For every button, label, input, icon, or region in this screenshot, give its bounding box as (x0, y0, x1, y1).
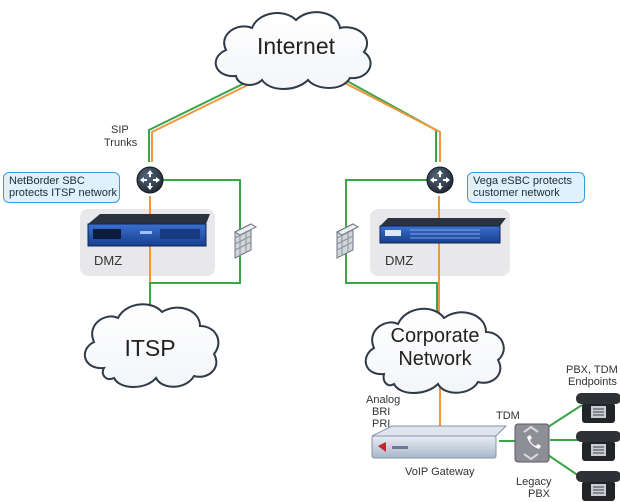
pbx-endpoints-label-line2: Endpoints (568, 376, 617, 388)
corporate-network-label-line1: Corporate (390, 325, 480, 347)
link-right-firewall (345, 179, 438, 318)
firewall-left-icon (233, 223, 258, 259)
netborder-callout-line2: protects ITSP network (9, 187, 118, 199)
itsp-label: ITSP (124, 335, 176, 361)
voip-gateway-label: VoIP Gateway (405, 466, 475, 478)
netborder-sbc-callout: NetBorder SBC protects ITSP network (3, 172, 120, 203)
link-tdm-phone1 (547, 404, 583, 428)
legacy-pbx-label-line2: PBX (528, 488, 551, 500)
internet-cloud (214, 11, 372, 90)
link-left-firewall (149, 179, 241, 312)
corporate-network-label-line2: Network (398, 348, 472, 370)
firewall-right-icon (335, 223, 360, 259)
pri-label: PRI (372, 418, 391, 430)
itsp-cloud (83, 303, 220, 388)
tdm-label: TDM (496, 410, 520, 422)
vega-esbc-device (379, 218, 506, 244)
voip-gateway-device (371, 425, 508, 459)
internet-label: Internet (257, 33, 335, 59)
vega-callout-line1: Vega eSBC protects (473, 175, 573, 187)
phone-1-icon (576, 393, 620, 423)
netborder-callout-line1: NetBorder SBC (9, 175, 85, 187)
dmz-left-label: DMZ (94, 253, 123, 268)
vega-esbc-callout: Vega eSBC protects customer network (467, 172, 585, 203)
link-internet-right (334, 75, 441, 162)
link-internet-left (148, 75, 263, 162)
sip-trunks-label-line1: SIP (111, 124, 129, 136)
router-left-icon (136, 166, 164, 194)
netborder-sbc-device (87, 214, 210, 247)
corporate-network-cloud (364, 307, 505, 394)
link-tdm-phone3 (547, 454, 583, 479)
vega-callout-line2: customer network (473, 187, 560, 199)
phone-3-icon (576, 471, 620, 501)
tdm-switch-icon (514, 423, 550, 463)
router-right-icon (426, 166, 454, 194)
pbx-endpoints-label-line1: PBX, TDM (566, 364, 618, 376)
dmz-right-label: DMZ (385, 253, 414, 268)
bri-label: BRI (372, 406, 391, 418)
phone-2-icon (576, 431, 620, 461)
sip-trunks-label-line2: Trunks (104, 137, 138, 149)
analog-label: Analog (366, 394, 401, 406)
legacy-pbx-label-line1: Legacy (516, 476, 552, 488)
